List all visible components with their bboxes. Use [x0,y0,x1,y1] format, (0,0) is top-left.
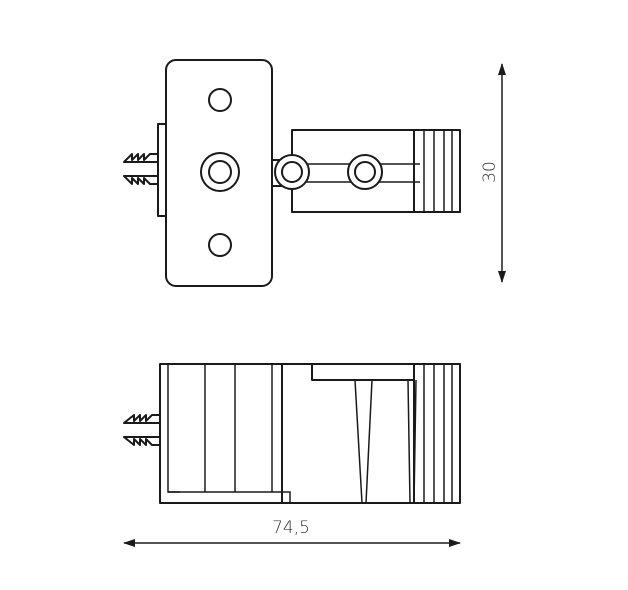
dimension-height-label: 30 [480,161,500,183]
dimension-width-label: 74,5 [272,518,310,538]
top-view [123,59,461,287]
dimension-width: 74,5 [123,518,461,547]
dimension-height: 30 [480,63,506,283]
top-view-plate [165,59,273,287]
arm-pivot [274,154,310,190]
plate-hole-top [208,88,232,112]
side-view-pin [123,414,161,446]
arm-screw [347,154,383,190]
side-view-body [159,363,461,504]
plate-hole-bottom [208,233,232,257]
top-view-pin [123,123,167,217]
plate-center-boss [200,152,240,192]
side-view [123,363,461,504]
